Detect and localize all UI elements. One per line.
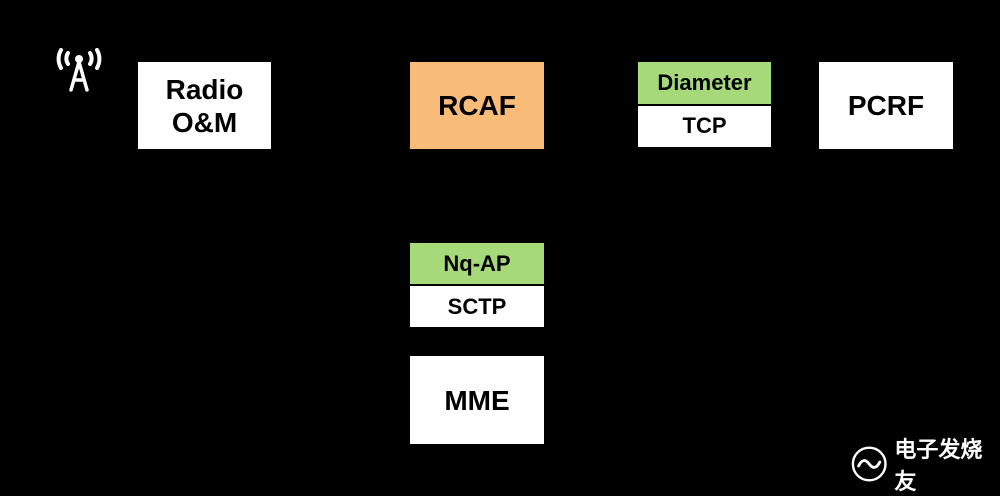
nq-ap-sctp-stack: Nq-AP SCTP <box>410 243 544 327</box>
sctp-label: SCTP <box>410 284 544 327</box>
watermark-text: 电子发烧友 <box>894 438 983 495</box>
tcp-label: TCP <box>638 103 771 147</box>
pcrf-box: PCRF <box>819 62 953 149</box>
mme-box: MME <box>410 356 544 444</box>
radio-tower-icon <box>56 48 102 92</box>
logo-icon <box>851 446 887 482</box>
diameter-tcp-stack: Diameter TCP <box>638 62 771 147</box>
watermark-logo: 电子发烧友 <box>850 432 1000 496</box>
radio-om-box: Radio O&M <box>138 62 271 149</box>
nq-ap-label: Nq-AP <box>410 243 544 284</box>
diameter-label: Diameter <box>638 62 771 104</box>
rcaf-box: RCAF <box>410 62 544 149</box>
